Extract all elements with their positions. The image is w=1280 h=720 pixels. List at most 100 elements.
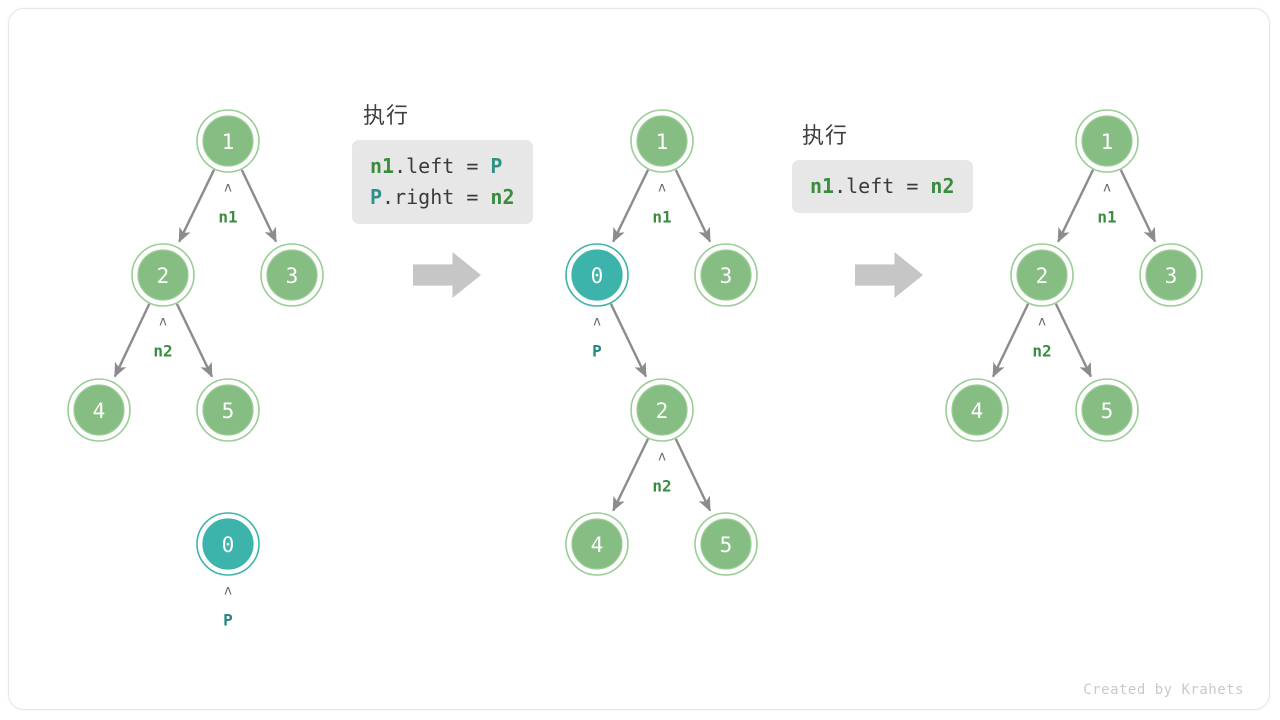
node-outer-ring [694, 512, 758, 576]
pointer-caret-icon: ʌ [658, 450, 666, 465]
node-outer-ring [630, 109, 694, 173]
tree-edges-layer [113, 169, 1157, 512]
node-outer-ring [1139, 243, 1203, 307]
code-line: n1.left = n2 [810, 171, 955, 202]
tree-node[interactable]: 4 [67, 378, 131, 442]
tree-node[interactable]: 2 [131, 243, 195, 307]
pointer-label: n2 [652, 477, 671, 496]
code-token: .left = [394, 154, 491, 178]
code-token: n1 [370, 154, 395, 178]
node-value: 0 [591, 264, 604, 288]
node-circle [202, 115, 254, 167]
node-circle [266, 249, 318, 301]
code-token: P [490, 154, 503, 178]
tree-node[interactable]: 3 [260, 243, 324, 307]
tree-node[interactable]: 2 [630, 378, 694, 442]
node-value: 4 [591, 533, 604, 557]
tree-edge [674, 169, 712, 243]
pointer-label: n2 [153, 342, 172, 361]
node-outer-ring [1010, 243, 1074, 307]
tree-edge [178, 169, 216, 243]
tree-edge [674, 438, 712, 512]
node-outer-ring [196, 512, 260, 576]
pointer-caret-icon: ʌ [1103, 181, 1111, 196]
node-outer-ring [945, 378, 1009, 442]
node-circle [700, 249, 752, 301]
node-circle [951, 384, 1003, 436]
node-circle [202, 384, 254, 436]
node-circle [137, 249, 189, 301]
tree-edge [1119, 169, 1157, 243]
tree-node[interactable]: 3 [694, 243, 758, 307]
node-value: 3 [286, 264, 299, 288]
pointer-label: P [223, 611, 233, 630]
code-token: n1 [810, 174, 835, 198]
node-outer-ring [196, 109, 260, 173]
node-circle [636, 384, 688, 436]
node-circle [1145, 249, 1197, 301]
node-value: 1 [1101, 130, 1114, 154]
pointer-label: n2 [1032, 342, 1051, 361]
node-value: 2 [1036, 264, 1049, 288]
node-value: 5 [222, 399, 235, 423]
block-arrows-layer [413, 252, 923, 298]
code-token: P [370, 185, 383, 209]
tree-node[interactable]: 5 [694, 512, 758, 576]
code-token: .right = [382, 185, 491, 209]
code-line: n1.left = P [370, 151, 515, 182]
tree-edge [113, 303, 151, 378]
node-value: 5 [720, 533, 733, 557]
node-outer-ring [630, 378, 694, 442]
tree-node[interactable]: 1 [630, 109, 694, 173]
node-circle [636, 115, 688, 167]
node-value: 2 [656, 399, 669, 423]
node-outer-ring [67, 378, 131, 442]
tree-edge [240, 169, 278, 243]
pointer-label: P [592, 342, 602, 361]
credit-text: Created by Krahets [1083, 682, 1244, 698]
tree-node[interactable]: 3 [1139, 243, 1203, 307]
tree-node[interactable]: 5 [196, 378, 260, 442]
code-snippet-box: n1.left = n2 [792, 160, 973, 213]
node-value: 3 [720, 264, 733, 288]
tree-node[interactable]: 1 [1075, 109, 1139, 173]
tree-node[interactable]: 0 [565, 243, 629, 307]
tree-edge [991, 303, 1030, 378]
node-value: 3 [1165, 264, 1178, 288]
node-circle [1081, 384, 1133, 436]
tree-node[interactable]: 2 [1010, 243, 1074, 307]
code-token: .left = [834, 174, 931, 198]
tree-node[interactable]: 0 [196, 512, 260, 576]
step-title: 执行 [363, 104, 410, 129]
node-outer-ring [260, 243, 324, 307]
tree-node[interactable]: 1 [196, 109, 260, 173]
node-value: 1 [656, 130, 669, 154]
pointer-caret-icon: ʌ [159, 315, 167, 330]
node-outer-ring [131, 243, 195, 307]
tree-node[interactable]: 4 [565, 512, 629, 576]
node-circle [571, 249, 623, 301]
pointer-caret-icon: ʌ [224, 584, 232, 599]
node-circle [571, 518, 623, 570]
node-circle [1081, 115, 1133, 167]
node-value: 1 [222, 130, 235, 154]
node-outer-ring [1075, 109, 1139, 173]
pointer-caret-icon: ʌ [658, 181, 666, 196]
tree-node[interactable]: 5 [1075, 378, 1139, 442]
node-value: 0 [222, 533, 235, 557]
step-block-arrow-icon [413, 252, 481, 298]
tree-edge [1054, 303, 1093, 378]
step-block-arrow-icon [855, 252, 923, 298]
node-circle [700, 518, 752, 570]
node-value: 4 [971, 399, 984, 423]
pointer-caret-icon: ʌ [593, 315, 601, 330]
pointer-label: n1 [1097, 208, 1116, 227]
tree-edge [1057, 169, 1095, 243]
node-circle [202, 518, 254, 570]
tree-node[interactable]: 4 [945, 378, 1009, 442]
code-line: P.right = n2 [370, 182, 515, 213]
